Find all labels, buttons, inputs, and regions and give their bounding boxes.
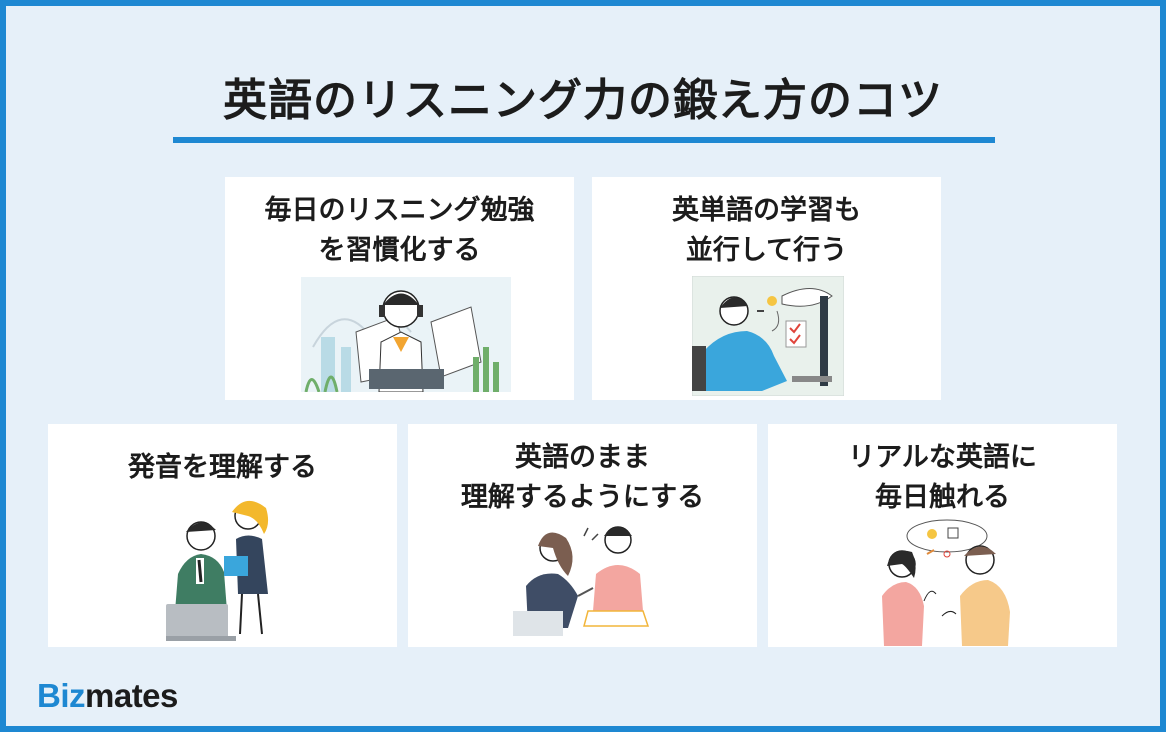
tip-card-label-line1: 英語のまま <box>515 442 650 473</box>
tip-card-vocabulary: 英単語の学習も 並行して行う <box>592 177 941 400</box>
tip-card-label-line1: 毎日のリスニング勉強 <box>264 195 535 226</box>
tip-card-label-line2: 理解するようにする <box>460 482 705 513</box>
tip-card-label-line1: 英単語の学習も <box>672 195 861 226</box>
tip-card-listening-habit: 毎日のリスニング勉強 を習慣化する <box>225 177 574 400</box>
man-at-computer-illustration <box>692 276 844 396</box>
couple-chatting-illustration <box>882 519 1010 646</box>
bizmates-logo: Bizmates <box>37 677 178 715</box>
tip-card-label-line1: リアルな英語に <box>848 442 1037 473</box>
two-women-conversation-illustration <box>513 526 650 636</box>
tip-card-label-line2: 並行して行う <box>685 235 848 266</box>
tip-card-real-english: リアルな英語に 毎日触れる <box>768 424 1117 647</box>
tip-card-label-line1: 発音を理解する <box>128 452 317 483</box>
tip-card-label-line2: を習慣化する <box>318 235 481 266</box>
page-title: 英語のリスニング力の鍛え方のコツ <box>223 75 943 126</box>
logo-part-biz: Biz <box>37 677 86 714</box>
tip-card-label-line2: 毎日触れる <box>875 482 1010 513</box>
logo-part-mates: mates <box>85 677 178 714</box>
tip-card-pronunciation: 発音を理解する <box>48 424 397 647</box>
two-people-talking-illustration <box>166 500 269 641</box>
title-underline <box>173 137 995 143</box>
man-with-headphones-illustration <box>301 277 511 392</box>
tip-card-think-in-english: 英語のまま 理解するようにする <box>408 424 757 647</box>
